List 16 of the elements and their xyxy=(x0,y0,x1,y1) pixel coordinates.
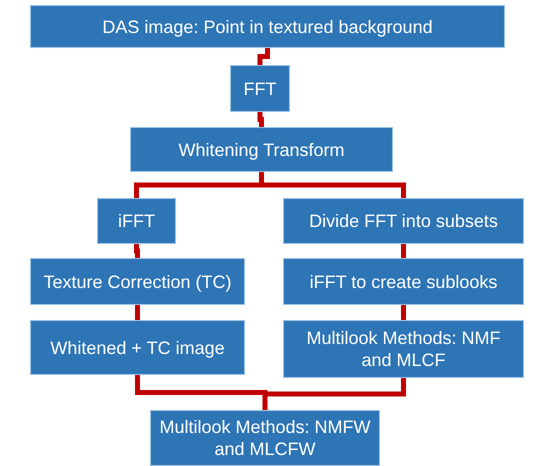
process-box: Texture Correction (TC) xyxy=(30,258,245,305)
connector-line xyxy=(401,305,406,320)
process-box: Whitening Transform xyxy=(130,127,393,172)
process-box: Multilook Methods: NMF and MLCF xyxy=(283,320,524,378)
connector-line xyxy=(134,244,140,258)
connector-line xyxy=(135,305,140,320)
connector-line xyxy=(258,48,270,65)
connector-line xyxy=(401,244,406,258)
process-box: Multilook Methods: NMFW and MLCFW xyxy=(150,410,380,466)
process-box: Divide FFT into subsets xyxy=(283,198,524,244)
connector-line xyxy=(258,112,264,127)
process-box: iFFT xyxy=(97,198,176,244)
process-box: iFFT to create sublooks xyxy=(283,258,524,305)
process-box: Whitened + TC image xyxy=(30,320,245,375)
process-box: FFT xyxy=(230,65,290,112)
process-box: DAS image: Point in textured background xyxy=(30,5,505,48)
